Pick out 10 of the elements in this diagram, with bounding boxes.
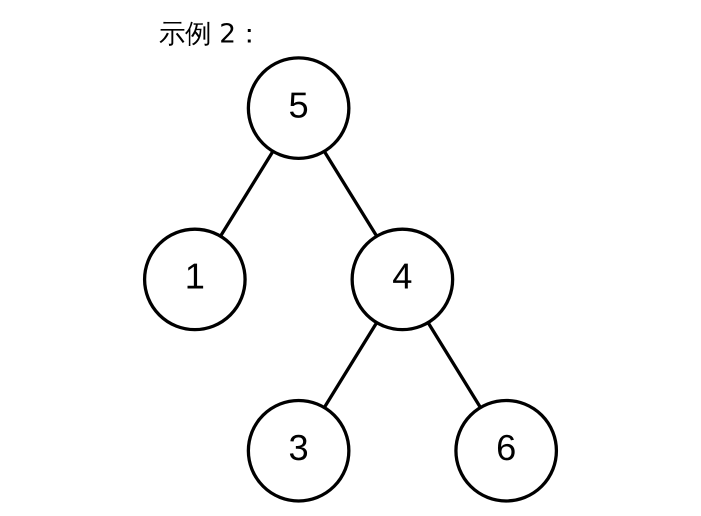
- connector: [323, 150, 378, 237]
- connector: [219, 150, 274, 237]
- node-circle: 5: [246, 56, 350, 160]
- node-circle: 1: [142, 228, 247, 332]
- connector: [323, 322, 378, 408]
- node-circle: 4: [350, 228, 454, 332]
- node-circle: 6: [454, 398, 558, 503]
- connector: [426, 322, 482, 408]
- diagram-title: 示例 2：: [158, 20, 262, 50]
- node-circle: 3: [246, 398, 350, 503]
